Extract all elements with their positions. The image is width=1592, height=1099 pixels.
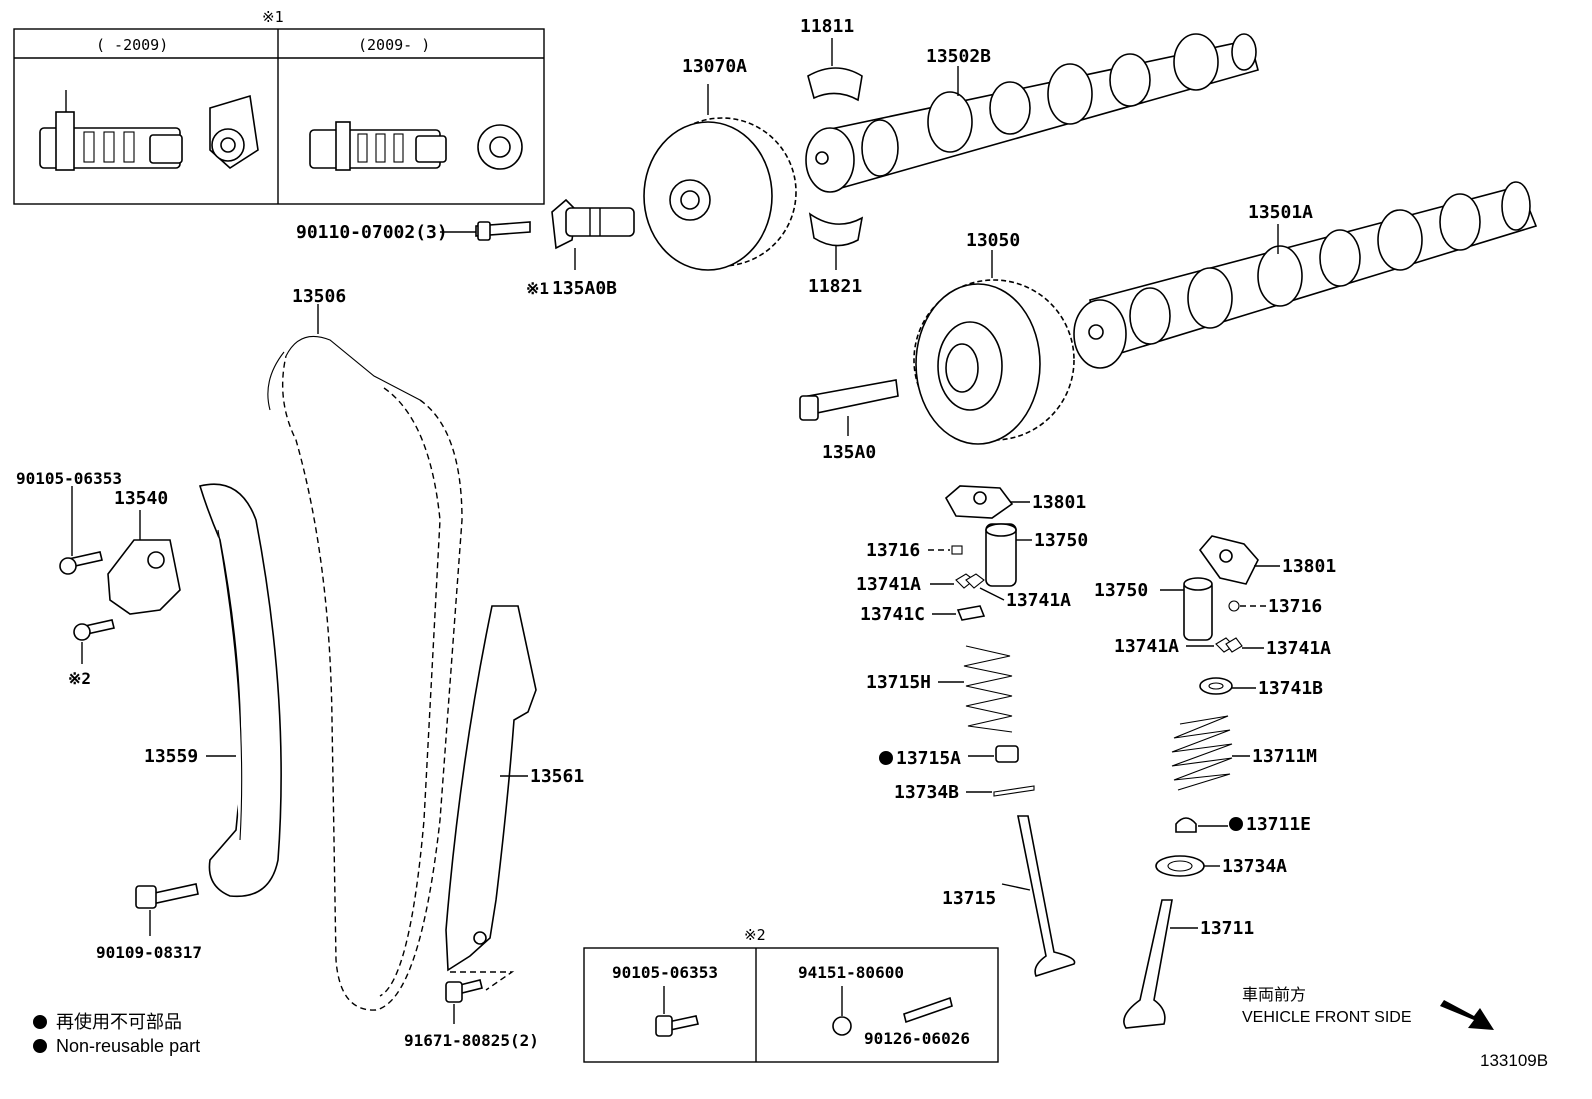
label-13716-a: 13716 (866, 540, 920, 561)
inset1-right-header: (2009- ) (358, 36, 430, 54)
label-90105: 90105-06353 (16, 469, 122, 488)
label-11811: 11811 (800, 16, 854, 37)
label-13715H: 13715H (866, 672, 931, 693)
label-13750-a: 13750 (1034, 530, 1088, 551)
inset-box-1: ※1 ( -2009) (2009- ) (13, 8, 545, 205)
label-13050: 13050 (966, 230, 1020, 251)
inset-box-2: ※2 90105-06353 94151-80600 90126-06026 (583, 926, 999, 1063)
ocv-new-drawing (309, 121, 523, 171)
label-13801-b: 13801 (1282, 556, 1336, 577)
legend-dot-en (33, 1039, 47, 1053)
label-13501A: 13501A (1248, 202, 1313, 223)
label-135A0: 135A0 (822, 442, 876, 463)
label-13506: 13506 (292, 286, 346, 307)
label-13741A-c: 13741A (1114, 636, 1179, 657)
label-90109: 90109-08317 (96, 943, 202, 962)
label-135A0B-mark: ※1 (526, 279, 549, 298)
valve-train-exhaust: 13801 13750 13716 13741A 13741A 13741C 1… (856, 485, 1088, 977)
label-mark2: ※2 (68, 669, 91, 688)
inset2-right-part-top: 94151-80600 (798, 963, 904, 982)
label-13741C: 13741C (860, 604, 925, 625)
inset2-left-part: 90105-06353 (612, 963, 718, 982)
inset2-right-part-bottom: 90126-06026 (864, 1029, 970, 1048)
legend: 再使用不可部品 Non-reusable part (33, 1012, 200, 1056)
label-13711E: 13711E (1246, 814, 1311, 835)
label-13734A: 13734A (1222, 856, 1287, 877)
sprocket-13070A: 13070A (643, 56, 797, 271)
camshaft-13501A: 13501A (1073, 181, 1538, 369)
label-13559: 13559 (144, 746, 198, 767)
chain-slipper-13559: 13559 (144, 483, 282, 898)
non-reusable-dot-13715A (879, 751, 893, 765)
front-arrow-icon (1440, 1000, 1494, 1030)
label-13711M: 13711M (1252, 746, 1317, 767)
label-13070A: 13070A (682, 56, 747, 77)
front-direction: 車両前方 VEHICLE FRONT SIDE (1242, 986, 1494, 1030)
legend-jp: 再使用不可部品 (56, 1012, 182, 1032)
camshaft-13502B: 13502B (805, 33, 1259, 193)
ocv-old-drawing (39, 90, 259, 171)
front-en: VEHICLE FRONT SIDE (1242, 1009, 1412, 1026)
valve-train-intake: 13801 13750 13716 13741A 13741A 13741B 1… (1094, 535, 1336, 1029)
bearing-upper-11811: 11811 (800, 16, 863, 102)
label-13741A-d: 13741A (1266, 638, 1331, 659)
label-13715A: 13715A (896, 748, 961, 769)
inset1-marker: ※1 (262, 8, 284, 26)
inset2-marker: ※2 (744, 926, 766, 944)
label-13502B: 13502B (926, 46, 991, 67)
bolt-91671: 91671-80825(2) (404, 979, 539, 1050)
label-13741A-b: 13741A (1006, 590, 1071, 611)
label-13741A-a: 13741A (856, 574, 921, 595)
label-13561: 13561 (530, 766, 584, 787)
label-13741B: 13741B (1258, 678, 1323, 699)
label-91671: 91671-80825(2) (404, 1031, 539, 1050)
label-13750-b: 13750 (1094, 580, 1148, 601)
label-13540: 13540 (114, 488, 168, 509)
label-11821: 11821 (808, 276, 862, 297)
timing-chain-13506: 13506 (267, 286, 463, 1011)
legend-en: Non-reusable part (56, 1036, 200, 1056)
bearing-lower-11821: 11821 (808, 212, 864, 297)
inset1-left-header: ( -2009) (96, 36, 168, 54)
label-135A0B: 135A0B (552, 278, 617, 299)
vvt-13050: 13050 (913, 230, 1075, 445)
non-reusable-dot-13711E (1229, 817, 1243, 831)
label-13715: 13715 (942, 888, 996, 909)
label-13711: 13711 (1200, 918, 1254, 939)
bolt-135A0: 135A0 (799, 379, 899, 463)
front-jp: 車両前方 (1242, 986, 1306, 1004)
label-13801-a: 13801 (1032, 492, 1086, 513)
label-90110: 90110-07002(3) (296, 222, 448, 243)
chain-guide-13561: 13561 (445, 605, 584, 991)
diagram-id: 133109B (1480, 1051, 1548, 1070)
tensioner-13540: 90105-06353 13540 ※2 (16, 469, 181, 688)
ocv-assembly: 90110-07002(3) ※1 135A0B (296, 198, 635, 299)
bolt-90109: 90109-08317 (96, 883, 202, 962)
legend-dot-jp (33, 1015, 47, 1029)
label-13734B: 13734B (894, 782, 959, 803)
label-13716-b: 13716 (1268, 596, 1322, 617)
